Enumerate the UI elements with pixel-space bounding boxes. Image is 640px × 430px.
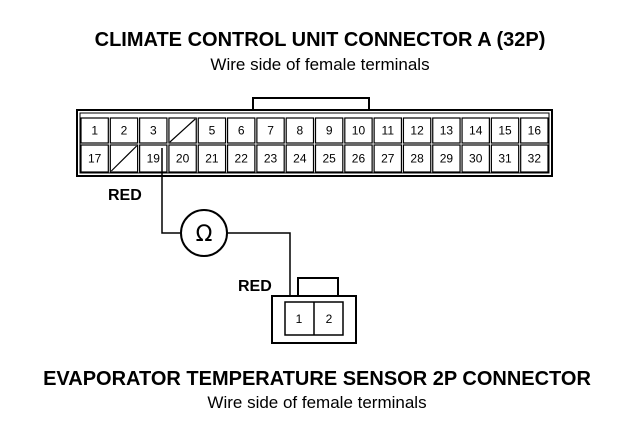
- terminal-label: 32: [528, 152, 542, 166]
- wire-a: [161, 148, 181, 234]
- top-terminal-cell: [139, 117, 168, 144]
- bottom-terminal-cell: [520, 144, 549, 173]
- terminal-label: 30: [469, 152, 483, 166]
- terminal-label: 13: [440, 124, 454, 138]
- terminal-label: 19: [147, 152, 161, 166]
- terminal-label: 16: [528, 124, 542, 138]
- terminal-label: 23: [264, 152, 278, 166]
- terminal-label: 14: [469, 124, 483, 138]
- empty-terminal-slash: [110, 145, 138, 172]
- sensor-connector-title: EVAPORATOR TEMPERATURE SENSOR 2P CONNECT…: [43, 368, 591, 390]
- terminal-label: 24: [293, 152, 307, 166]
- sensor-pin-1-label: 1: [296, 312, 303, 326]
- terminal-label: 9: [326, 124, 333, 138]
- top-terminal-cell: [256, 117, 285, 144]
- bottom-terminal-cell: [461, 144, 490, 173]
- bottom-terminal-cell: [373, 144, 403, 173]
- top-terminal-cell: [197, 117, 227, 144]
- terminal-label: 3: [150, 124, 157, 138]
- top-terminal-cell: [520, 117, 549, 144]
- top-terminal-cell: [344, 117, 373, 144]
- top-terminal-cell: [432, 117, 461, 144]
- top-terminal-cell: [109, 117, 139, 144]
- ohmmeter-circle: [180, 209, 228, 257]
- top-terminal-cell: [226, 117, 256, 144]
- sensor-connector: 1 2: [271, 277, 357, 344]
- bottom-terminal-cell: [344, 144, 373, 173]
- ohmmeter: Ω: [180, 209, 228, 257]
- bottom-terminal-cell: [490, 144, 520, 173]
- bottom-terminal-cell: [432, 144, 461, 173]
- terminal-label: 25: [322, 152, 336, 166]
- connector-a-subtitle: Wire side of female terminals: [210, 55, 429, 74]
- top-terminal-cell: [285, 117, 315, 144]
- top-terminal-cell: [402, 117, 432, 144]
- terminal-label: 26: [352, 152, 366, 166]
- top-terminal-cell: [314, 117, 344, 144]
- connector-a-title: CLIMATE CONTROL UNIT CONNECTOR A (32P): [95, 29, 546, 51]
- terminal-label: 6: [238, 124, 245, 138]
- top-terminal-cell: [373, 117, 403, 144]
- top-terminal-cell: [461, 117, 490, 144]
- terminal-label: 8: [297, 124, 304, 138]
- wire-b: [227, 232, 291, 296]
- terminal-label: 2: [121, 124, 128, 138]
- terminal-label: 12: [410, 124, 424, 138]
- sensor-connector-subtitle: Wire side of female terminals: [207, 393, 426, 412]
- bottom-terminal-cell: [314, 144, 344, 173]
- terminal-label: 20: [176, 152, 190, 166]
- sensor-pin-2-label: 2: [326, 312, 333, 326]
- wire-color-label-a: RED: [108, 187, 142, 204]
- sensor-connector-lock-tab: [297, 277, 339, 297]
- terminal-label: 17: [88, 152, 102, 166]
- terminal-label: 15: [498, 124, 512, 138]
- bottom-terminal-cell: [285, 144, 315, 173]
- top-terminal-cell: [490, 117, 520, 144]
- bottom-terminal-cell: [256, 144, 285, 173]
- terminal-label: 27: [381, 152, 395, 166]
- terminal-label: 5: [209, 124, 216, 138]
- bottom-terminal-cell: [402, 144, 432, 173]
- ohm-icon: Ω: [196, 222, 213, 247]
- bottom-terminal-cell: [197, 144, 227, 173]
- terminal-label: 1: [91, 124, 98, 138]
- connector-a-inner-frame: [79, 112, 550, 174]
- wire-color-label-b: RED: [238, 278, 272, 295]
- top-terminal-cell: [80, 117, 109, 144]
- bottom-terminal-cell: [80, 144, 109, 173]
- bottom-terminal-cell: [168, 144, 197, 173]
- terminal-label: 11: [382, 124, 395, 138]
- terminal-label: 28: [410, 152, 424, 166]
- terminal-label: 29: [440, 152, 454, 166]
- terminal-label: 22: [235, 152, 249, 166]
- terminal-label: 31: [498, 152, 512, 166]
- bottom-terminal-cell: [226, 144, 256, 173]
- terminal-label: 21: [205, 152, 219, 166]
- terminal-label: 10: [352, 124, 366, 138]
- terminal-label: 7: [267, 124, 274, 138]
- empty-terminal-slash: [169, 118, 196, 143]
